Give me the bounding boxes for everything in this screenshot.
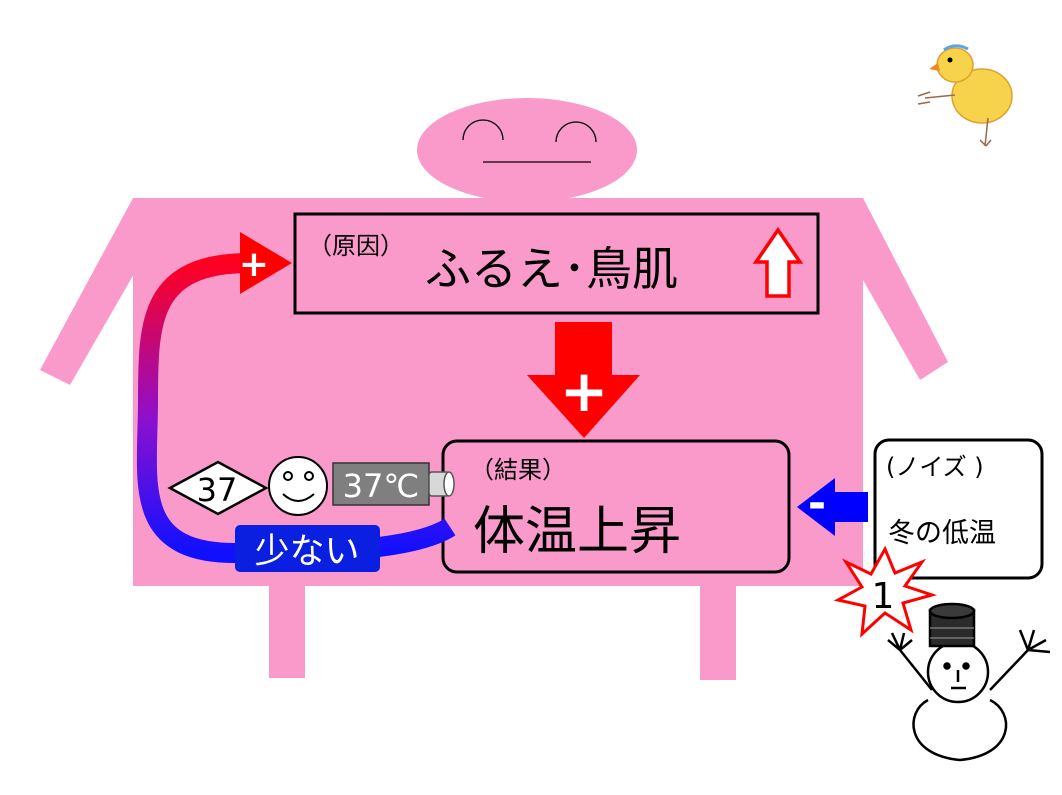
left-arrow-minus: - [808,478,826,529]
loop-plus: + [239,244,269,285]
result-box [441,439,791,574]
pink-body-figure [40,98,948,680]
right-leg [700,580,736,680]
thermometer-reading: 37℃ [343,467,420,505]
snowman-icon [887,602,1051,762]
right-arm [830,198,948,380]
face [462,119,597,163]
up-arrow-icon [752,226,804,298]
down-arrow-icon: + [527,322,640,438]
loop-arrowhead [240,232,292,294]
feedback-label-box [235,525,380,572]
head [417,98,637,202]
burst-value: 1 [872,576,895,617]
left-leg [269,580,305,678]
left-arrow-icon: - [797,478,868,536]
diamond-value: 37 [197,471,238,509]
cause-prefix: （原因） [308,232,404,260]
noise-text: 冬の低温 [888,518,996,549]
left-eye [462,119,504,141]
noise-prefix: (ノイズ ) [886,453,984,481]
thermometer-icon: 37℃ [332,462,455,506]
cause-text: ふるえ･鳥肌 [425,242,678,296]
result-prefix: （結果） [470,456,566,484]
chick-icon [917,44,1013,147]
result-text: 体温上昇 [473,502,681,562]
cause-box [293,212,820,315]
down-arrow-plus: + [560,357,609,425]
noise-box [873,438,1044,580]
right-eye [555,121,597,143]
burst-icon: 1 [833,545,938,638]
smiley-icon [268,456,328,516]
feedback-label: 少ない [254,532,359,572]
left-arm [40,198,165,385]
value-diamond [167,460,269,516]
